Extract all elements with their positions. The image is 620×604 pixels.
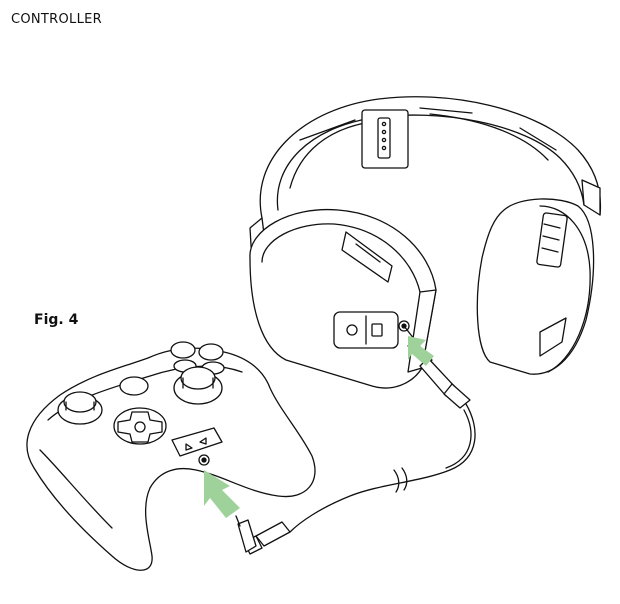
controller-icon (27, 342, 315, 570)
page-title: CONTROLLER (11, 12, 102, 27)
headset-icon (250, 97, 601, 388)
connect-arrow-icon (204, 336, 434, 518)
figure-label: Fig. 4 (34, 312, 79, 328)
